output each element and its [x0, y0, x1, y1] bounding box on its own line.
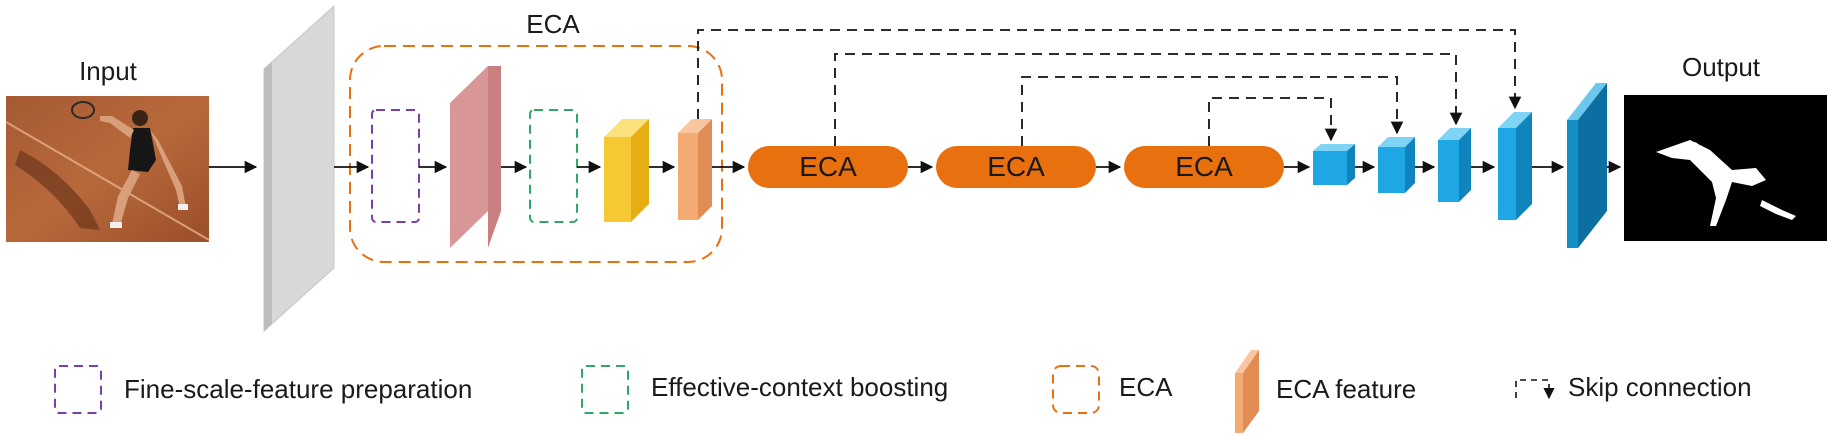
eca-block-1-label: ECA — [799, 151, 857, 182]
decoder-block-3 — [1438, 128, 1471, 202]
legend-eca-label: ECA — [1119, 372, 1173, 402]
eca-group-label: ECA — [526, 9, 580, 39]
decoder-block-4 — [1498, 112, 1532, 220]
legend-skip-connection-label: Skip connection — [1568, 372, 1752, 402]
legend-fine-scale: Fine-scale-feature preparation — [54, 365, 472, 414]
eca-block-3: ECA — [1124, 146, 1284, 188]
eca-feature-block — [678, 119, 712, 220]
eca-group-box — [349, 45, 723, 263]
skip-connections — [697, 29, 1522, 146]
fine-scale-preparation-box — [371, 109, 420, 223]
eca-block-3-label: ECA — [1175, 151, 1233, 182]
legend-fine-scale-label: Fine-scale-feature preparation — [124, 374, 472, 404]
skip-connection-4 — [1208, 97, 1338, 146]
output-label: Output — [1682, 52, 1761, 82]
encoder-feature-layer — [263, 4, 335, 333]
decoder-block-5 — [1567, 83, 1607, 248]
legend-eca-feature: ECA feature — [1235, 350, 1416, 433]
skip-connection-1 — [697, 29, 1522, 119]
legend-context-boosting: Effective-context boosting — [581, 365, 948, 414]
decoder-block-2 — [1378, 137, 1415, 193]
skip-connection-3 — [1021, 76, 1404, 146]
eca-block-2: ECA — [936, 146, 1096, 188]
legend-skip-connection: Skip connection — [1515, 372, 1752, 402]
output-image — [1624, 95, 1827, 241]
input-image — [5, 96, 210, 242]
eca-block-2-label: ECA — [987, 151, 1045, 182]
input-label: Input — [79, 56, 138, 86]
pink-feature-block — [450, 66, 501, 248]
legend-context-boosting-label: Effective-context boosting — [651, 372, 948, 402]
eca-block-1: ECA — [748, 146, 908, 188]
legend-eca-feature-label: ECA feature — [1276, 374, 1416, 404]
context-boosting-box — [529, 109, 578, 223]
yellow-feature-block — [604, 119, 649, 222]
legend: Fine-scale-feature preparation Effective… — [54, 350, 1752, 433]
skip-connection-2 — [834, 53, 1463, 146]
decoder-block-1 — [1313, 144, 1355, 185]
legend-eca: ECA — [1052, 365, 1173, 414]
